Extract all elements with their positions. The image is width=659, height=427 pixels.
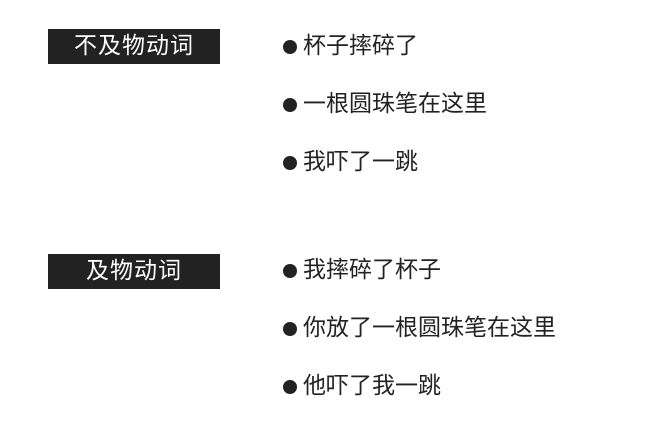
example-text: 他吓了我一跳 (303, 373, 441, 399)
example-text: 你放了一根圆珠笔在这里 (303, 315, 556, 341)
intransitive-examples-list: 杯子摔碎了 一根圆珠笔在这里 我吓了一跳 (283, 29, 487, 203)
transitive-examples-list: 我摔碎了杯子 你放了一根圆珠笔在这里 他吓了我一跳 (283, 253, 556, 427)
example-text: 我摔碎了杯子 (303, 257, 441, 283)
example-text: 杯子摔碎了 (303, 33, 418, 59)
list-item: 你放了一根圆珠笔在这里 (283, 311, 556, 369)
bullet-icon (283, 98, 297, 112)
bullet-icon (283, 380, 297, 394)
example-text: 一根圆珠笔在这里 (303, 91, 487, 117)
intransitive-verb-label: 不及物动词 (48, 29, 220, 64)
list-item: 一根圆珠笔在这里 (283, 87, 487, 145)
list-item: 我摔碎了杯子 (283, 253, 556, 311)
list-item: 我吓了一跳 (283, 145, 487, 203)
list-item: 杯子摔碎了 (283, 29, 487, 87)
bullet-icon (283, 40, 297, 54)
list-item: 他吓了我一跳 (283, 369, 556, 427)
bullet-icon (283, 322, 297, 336)
bullet-icon (283, 156, 297, 170)
bullet-icon (283, 264, 297, 278)
example-text: 我吓了一跳 (303, 149, 418, 175)
transitive-verb-label: 及物动词 (48, 254, 220, 289)
